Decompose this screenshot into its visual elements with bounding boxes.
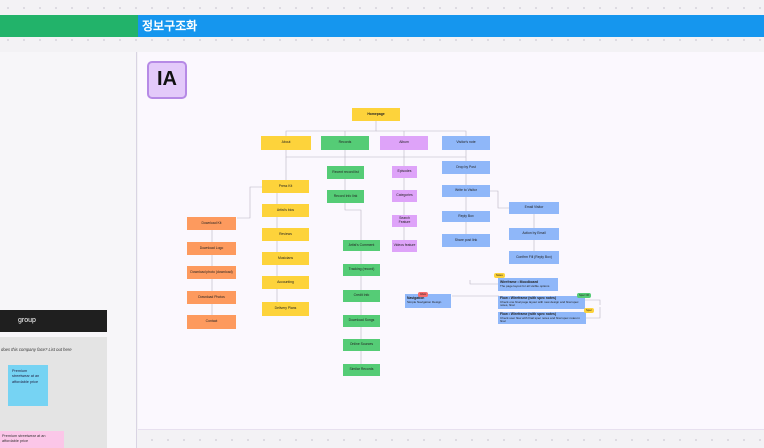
- tag-notes[interactable]: Notes: [494, 273, 505, 278]
- section-title: 정보구조화: [142, 19, 198, 33]
- cluster-navigation-title: Navigation: [407, 296, 425, 301]
- cluster-row-3[interactable]: Flow • Wireframe (with spec notes) Check…: [498, 312, 586, 324]
- node-album-1[interactable]: Episodes: [392, 166, 417, 178]
- node-about-5[interactable]: Accounting: [262, 276, 309, 289]
- node-visitor-sub-1[interactable]: Email Visitor: [509, 202, 559, 214]
- node-visitors-note[interactable]: Visitor's note: [442, 136, 490, 150]
- group-question: does this company face? List out here: [1, 347, 72, 352]
- node-about-6[interactable]: Delivery Plans: [262, 302, 309, 316]
- node-records[interactable]: Records: [321, 136, 369, 150]
- cluster-row-1-body: The page layout for all visible options: [500, 283, 550, 288]
- cluster-navigation[interactable]: Navigation Simple Navigation Design: [405, 294, 451, 308]
- node-records-sub-2[interactable]: Tracking (record): [343, 264, 380, 276]
- section-title-band: 정보구조화: [138, 15, 764, 37]
- tag-inbox[interactable]: Inbox: [418, 292, 429, 297]
- node-records-sub-6[interactable]: Similar Records: [343, 364, 380, 376]
- node-about-2[interactable]: Artist's bios: [262, 204, 309, 217]
- ia-badge[interactable]: IA: [147, 61, 187, 99]
- tag-spec-ok[interactable]: Spec OK: [577, 293, 592, 298]
- node-visitor-4[interactable]: Share post link: [442, 234, 490, 247]
- node-about-1[interactable]: Press Kit: [262, 180, 309, 193]
- node-album[interactable]: Album: [380, 136, 428, 150]
- node-album-4[interactable]: Videos feature: [392, 240, 417, 252]
- sticky-note-blue[interactable]: Premium streetwear at an affordable pric…: [8, 365, 48, 406]
- node-homepage[interactable]: Homepage: [352, 108, 400, 121]
- node-records-2[interactable]: Record Info link: [327, 190, 364, 203]
- cluster-row-1[interactable]: Wireframe • Moodboard The page layout fo…: [498, 278, 558, 291]
- cluster-row-2-title: Flow • Wireframe (with spec notes): [500, 296, 556, 301]
- group-header[interactable]: group: [0, 310, 107, 332]
- node-about[interactable]: About: [261, 136, 311, 150]
- node-records-sub-4[interactable]: Download Songs: [343, 315, 380, 327]
- node-records-sub-5[interactable]: Online Sources: [343, 339, 380, 351]
- node-visitor-sub-3[interactable]: Confirm Fill (Reply Box): [509, 251, 559, 264]
- sticky-note-pink[interactable]: Premium streetwear at an affordable pric…: [0, 431, 64, 448]
- tag-spec[interactable]: Spec: [584, 308, 594, 313]
- cluster-row-3-title: Flow • Wireframe (with spec notes): [500, 311, 556, 316]
- node-about-3[interactable]: Reviews: [262, 228, 309, 241]
- node-about-4[interactable]: Musicians: [262, 252, 309, 265]
- cluster-row-1-title: Wireframe • Moodboard: [500, 279, 539, 284]
- node-visitor-1[interactable]: Drop by Post: [442, 161, 490, 174]
- node-records-sub-1[interactable]: Artist's Comment: [343, 240, 380, 251]
- node-press-5[interactable]: Contact: [187, 315, 236, 329]
- group-title: group: [18, 317, 36, 324]
- cluster-navigation-body: Simple Navigation Design: [407, 300, 442, 305]
- cluster-row-2-body: Check one final page layout with new des…: [500, 300, 579, 308]
- node-records-1[interactable]: Recent record list: [327, 166, 364, 179]
- header-band-left: [0, 15, 138, 37]
- cluster-row-3-body: Check user flow with final spec notes an…: [500, 315, 580, 323]
- node-records-sub-3[interactable]: Credit Info: [343, 290, 380, 302]
- cluster-row-2[interactable]: Flow • Wireframe (with spec notes) Check…: [498, 296, 585, 309]
- node-visitor-2[interactable]: Write to Visitor: [442, 185, 490, 197]
- node-press-3[interactable]: Download photo (download): [187, 266, 236, 279]
- node-album-2[interactable]: Categories: [392, 190, 417, 202]
- node-visitor-3[interactable]: Reply Box: [442, 211, 490, 222]
- node-press-2[interactable]: Download Logo: [187, 242, 236, 255]
- node-press-1[interactable]: Download Kit: [187, 217, 236, 230]
- node-album-3[interactable]: Search Feature: [392, 215, 417, 227]
- node-press-4[interactable]: Download Photos: [187, 291, 236, 304]
- node-visitor-sub-2[interactable]: Action by Email: [509, 228, 559, 240]
